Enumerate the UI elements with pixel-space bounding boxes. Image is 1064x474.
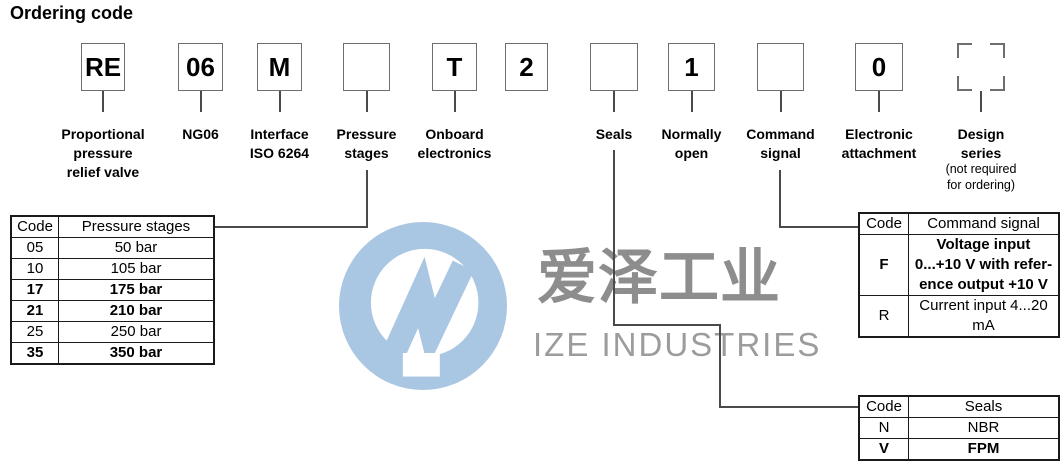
code-box-value: T (446, 51, 463, 82)
code-box-type: RE (81, 43, 125, 91)
box-tick-line (278, 91, 281, 112)
box-tick-line (102, 91, 104, 112)
box-tick-line (779, 91, 782, 112)
page-title: Ordering code (10, 3, 134, 23)
value-cell: Voltage input 0...+10 V with refer- ence… (908, 234, 1060, 296)
box-tick-line (980, 91, 982, 112)
value-cell: 350 bar (58, 342, 215, 365)
code-box-value: 1 (684, 51, 699, 82)
code-box-value: M (268, 51, 291, 82)
code-box-seals-label: Seals (595, 126, 633, 142)
ize-logo-icon (339, 222, 507, 390)
pressure-stages-connector-vertical (366, 170, 368, 227)
code-cell: F (858, 234, 909, 296)
code-box-onboard-electronics: T (432, 43, 477, 91)
code-box-command-signal (757, 43, 804, 91)
column-header: Seals (908, 395, 1060, 418)
code-box-normally-open-label: Normally open (661, 126, 722, 161)
value-cell: 175 bar (58, 279, 215, 301)
code-cell: 10 (10, 258, 59, 280)
pressure-stages-connector-horizontal (208, 226, 368, 228)
box-tick-line (878, 91, 880, 112)
watermark-chinese-text: 爱泽工业 (537, 244, 781, 311)
seals-connector-horizontal-1 (613, 324, 721, 326)
code-cell: N (858, 417, 909, 439)
code-cell: V (858, 438, 909, 461)
command-signal-connector-vertical (779, 170, 781, 227)
command-signal-connector-horizontal (779, 226, 858, 228)
bracket-corner (957, 76, 972, 91)
seals-connector-vertical-2 (719, 324, 721, 408)
code-box-command-signal-label: Command signal (746, 126, 815, 161)
code-box-design-series-note: (not required for ordering) (945, 162, 1017, 192)
value-cell: 210 bar (58, 300, 215, 322)
code-box-seals (590, 43, 638, 91)
box-tick-line (690, 91, 693, 112)
watermark-latin-text: IZE INDUSTRIES (533, 326, 822, 363)
code-cell: 17 (10, 279, 59, 301)
code-box-onboard-electronics-label: Onboard electronics (417, 126, 492, 161)
code-box-value: 2 (519, 51, 534, 82)
column-header: Code (10, 215, 59, 238)
column-header: Pressure stages (58, 215, 215, 238)
box-tick-line (613, 91, 615, 112)
code-cell: 21 (10, 300, 59, 322)
code-cell: 05 (10, 237, 59, 259)
code-box-type-label: Proportional pressure relief valve (61, 126, 145, 180)
seals-connector-vertical-1 (613, 150, 615, 326)
code-box-electronic-attachment-label: Electronic attachment (841, 126, 917, 161)
value-cell: 250 bar (58, 321, 215, 343)
code-box-pressure-stages-label: Pressure stages (336, 126, 397, 161)
value-cell: 50 bar (58, 237, 215, 259)
code-cell: 35 (10, 342, 59, 365)
code-box-normally-open: 1 (668, 43, 715, 91)
column-header: Code (858, 212, 909, 235)
box-tick-line (453, 91, 456, 112)
code-box-design-series (957, 43, 1005, 91)
code-cell: R (858, 295, 909, 338)
code-box-electronic-attachment: 0 (855, 43, 903, 91)
code-box-interface: M (257, 43, 302, 91)
bracket-corner (957, 43, 972, 58)
bracket-corner (990, 76, 1005, 91)
code-box-pressure-stages (343, 43, 390, 91)
box-tick-line (365, 91, 368, 112)
bracket-corner (990, 43, 1005, 58)
code-box-interface-label: Interface ISO 6264 (249, 126, 310, 161)
value-cell: NBR (908, 417, 1060, 439)
seals-connector-horizontal-2 (719, 406, 858, 408)
code-box-onboard-electronics-2: 2 (505, 43, 548, 91)
code-box-size-label: NG06 (182, 126, 219, 142)
code-box-value: 0 (871, 51, 887, 82)
value-cell: Current input 4...20 mA (908, 295, 1060, 338)
code-cell: 25 (10, 321, 59, 343)
code-box-value: 06 (186, 51, 215, 82)
column-header: Command signal (908, 212, 1060, 235)
box-tick-line (199, 91, 202, 112)
code-box-value: RE (84, 51, 122, 82)
code-box-size: 06 (178, 43, 223, 91)
code-box-design-series-label: Design series (957, 126, 1005, 161)
value-cell: 105 bar (58, 258, 215, 280)
column-header: Code (858, 395, 909, 418)
value-cell: FPM (908, 438, 1060, 461)
